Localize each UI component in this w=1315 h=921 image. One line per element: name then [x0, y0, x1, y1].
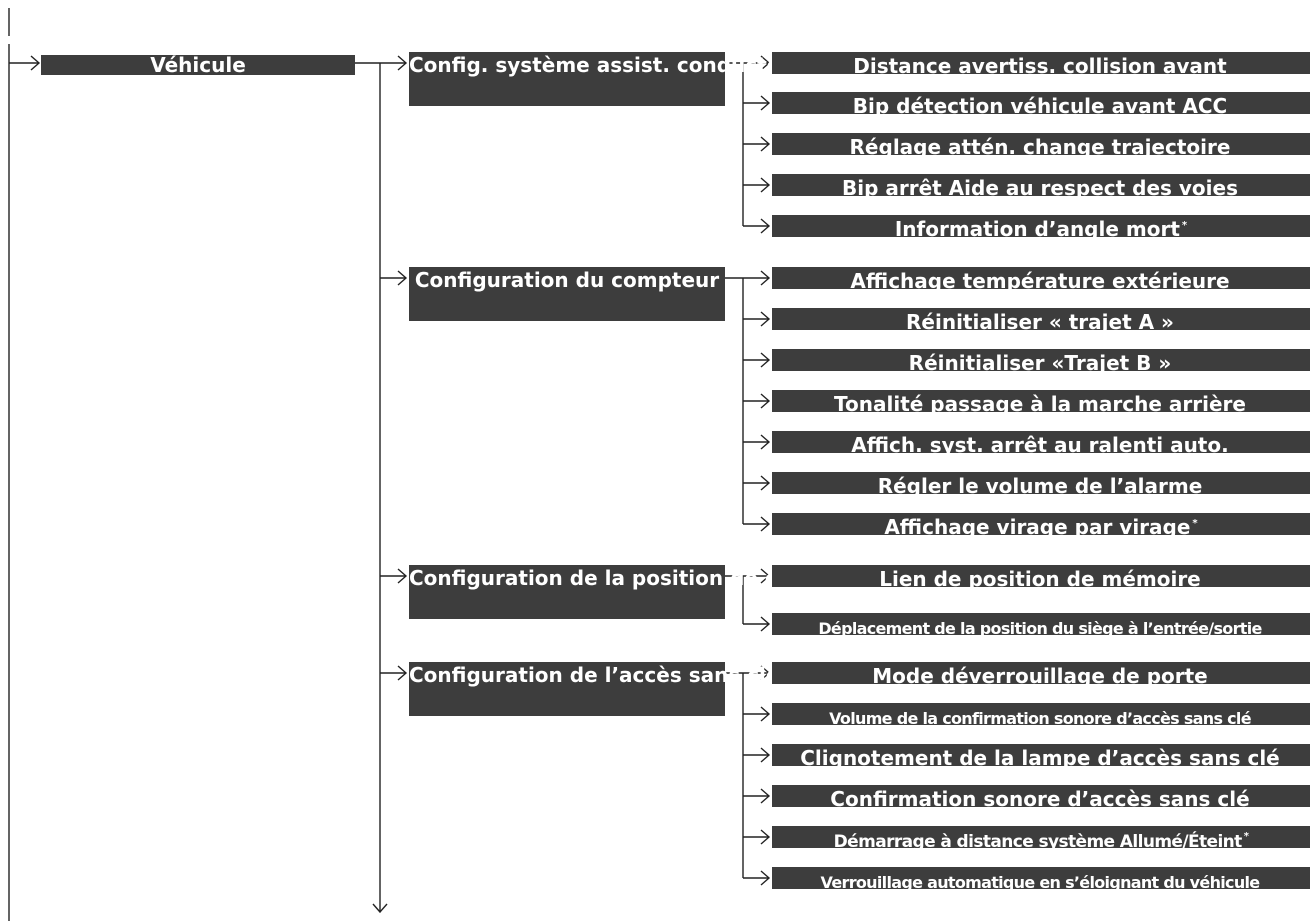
node-item-label: Information d’angle mort — [894, 217, 1180, 241]
node-item: Affichage virage par virage* — [772, 513, 1310, 538]
node-item-label: Verrouillage automatique en s’éloignant … — [820, 873, 1261, 892]
node-item: Information d’angle mort* — [772, 215, 1310, 240]
node-item-label: Déplacement de la position du siège à l’… — [818, 619, 1262, 638]
node-item: Réglage attén. change trajectoire — [772, 133, 1310, 158]
node-item-label: Affich. syst. arrêt au ralenti auto. — [851, 433, 1229, 457]
node-section: Config. système assist. conducteur — [409, 52, 804, 106]
arrow-right-icon — [760, 870, 771, 886]
arrow-down-icon — [372, 903, 388, 914]
arrow-right-icon — [760, 352, 771, 368]
node-item: Bip arrêt Aide au respect des voies — [772, 174, 1310, 199]
arrow-right-icon — [760, 616, 771, 632]
node-item-label: Volume de la confirmation sonore d’accès… — [829, 709, 1251, 728]
node-item-label: Distance avertiss. collision avant — [853, 54, 1227, 78]
arrow-right-icon — [397, 55, 408, 71]
node-item: Déplacement de la position du siège à l’… — [772, 613, 1310, 638]
node-item: Volume de la confirmation sonore d’accès… — [772, 703, 1310, 728]
node-root: Véhicule — [41, 55, 355, 75]
node-item-label: Bip détection véhicule avant ACC — [852, 94, 1228, 118]
arrow-right-icon — [760, 665, 771, 681]
arrow-right-icon — [760, 788, 771, 804]
arrow-right-icon — [760, 311, 771, 327]
node-item: Verrouillage automatique en s’éloignant … — [772, 867, 1310, 892]
node-item: Confirmation sonore d’accès sans clé — [772, 785, 1310, 810]
arrow-right-icon — [760, 516, 771, 532]
node-item-label: Démarrage à distance système Allumé/Étei… — [833, 832, 1243, 852]
node-item: Bip détection véhicule avant ACC — [772, 92, 1310, 117]
arrow-right-icon — [760, 706, 771, 722]
arrow-right-icon — [760, 747, 771, 763]
arrow-right-icon — [397, 270, 408, 286]
footnote-star: * — [1192, 518, 1198, 529]
node-item: Clignotement de la lampe d’accès sans cl… — [772, 744, 1310, 769]
footnote-star: * — [1243, 831, 1249, 842]
node-item-label: Affichage température extérieure — [850, 269, 1230, 293]
arrow-right-icon — [760, 829, 771, 845]
node-item-label: Réglage attén. change trajectoire — [849, 135, 1231, 159]
arrow-right-icon — [760, 177, 771, 193]
arrow-right-icon — [760, 568, 771, 584]
node-item-label: Régler le volume de l’alarme — [877, 474, 1203, 498]
node-item-label: Affichage virage par virage — [884, 515, 1191, 539]
node-item: Mode déverrouillage de porte — [772, 662, 1310, 687]
node-item-label: Réinitialiser « trajet A » — [906, 310, 1174, 334]
arrow-right-icon — [760, 55, 771, 71]
node-item: Réinitialiser « trajet A » — [772, 308, 1310, 333]
arrow-right-icon — [760, 136, 771, 152]
arrow-right-icon — [30, 55, 41, 71]
node-item-label: Mode déverrouillage de porte — [872, 664, 1208, 688]
node-item-label: Lien de position de mémoire — [879, 567, 1201, 591]
node-item-label: Bip arrêt Aide au respect des voies — [841, 176, 1238, 200]
arrow-right-icon — [760, 270, 771, 286]
arrow-right-icon — [760, 95, 771, 111]
node-item: Affichage température extérieure — [772, 267, 1310, 292]
node-item: Régler le volume de l’alarme — [772, 472, 1310, 497]
node-item: Affich. syst. arrêt au ralenti auto. — [772, 431, 1310, 456]
node-section: Configuration du compteur — [409, 267, 725, 321]
node-section: Configuration de l’accès sans clé — [409, 662, 779, 716]
node-section: Configuration de la position de conduite — [409, 565, 863, 619]
node-item: Tonalité passage à la marche arrière — [772, 390, 1310, 415]
footnote-star: * — [1181, 220, 1188, 231]
node-item-label: Réinitialiser «Trajet B » — [908, 351, 1172, 375]
arrow-right-icon — [397, 568, 408, 584]
arrow-right-icon — [760, 475, 771, 491]
node-item: Lien de position de mémoire — [772, 565, 1310, 590]
node-item: Distance avertiss. collision avant — [772, 52, 1310, 77]
arrow-right-icon — [760, 434, 771, 450]
node-item-label: Confirmation sonore d’accès sans clé — [830, 787, 1250, 811]
node-item-label: Clignotement de la lampe d’accès sans cl… — [800, 746, 1280, 770]
node-item: Réinitialiser «Trajet B » — [772, 349, 1310, 374]
arrow-right-icon — [397, 665, 408, 681]
arrow-right-icon — [760, 218, 771, 234]
arrow-right-icon — [760, 393, 771, 409]
node-item: Démarrage à distance système Allumé/Étei… — [772, 826, 1310, 852]
node-item-label: Tonalité passage à la marche arrière — [834, 392, 1246, 416]
